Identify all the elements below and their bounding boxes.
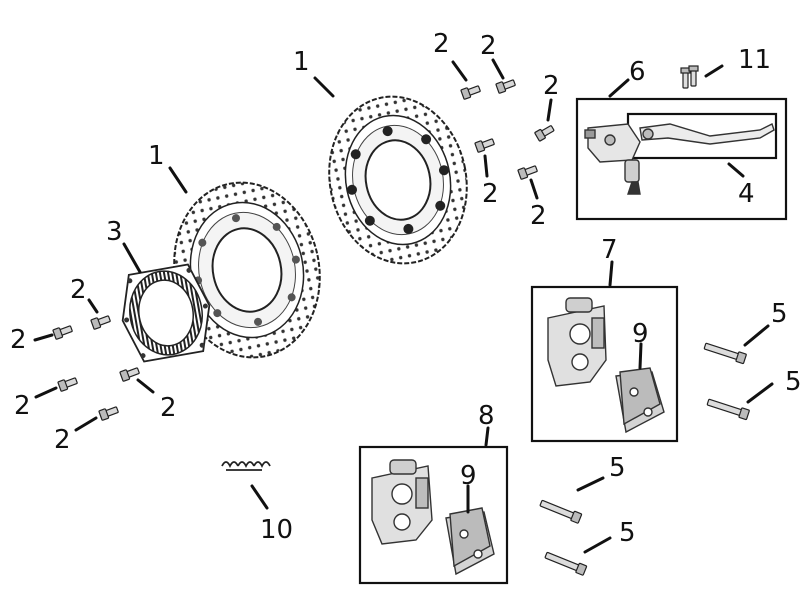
callout-9-pads: 9: [632, 319, 649, 349]
callout-2-bolt: 2: [10, 325, 27, 355]
callout-6-master-cylinder: 6: [629, 57, 646, 87]
callout-2-bolt: 2: [14, 391, 31, 421]
callout-5-bolt: 5: [609, 453, 626, 483]
callout-4-lever: 4: [738, 179, 755, 209]
callout-1-disc-left: 1: [148, 141, 165, 171]
master-cylinder: [584, 123, 641, 195]
callout-2-bolt: 2: [482, 179, 499, 209]
brake-disc-right: [328, 95, 468, 265]
brake-pads-lower: [445, 507, 495, 576]
callout-7-caliper: 7: [601, 235, 618, 265]
brake-lever: [639, 123, 775, 145]
callout-5-bolt: 5: [619, 518, 636, 548]
caliper-bolts: [539, 342, 750, 576]
leader-lines: [33, 58, 774, 554]
callout-2-bolt: 2: [480, 31, 497, 61]
abs-tone-ring: [121, 263, 211, 363]
callout-2-bolt: 2: [530, 201, 547, 231]
callout-2-bolt: 2: [433, 29, 450, 59]
callout-5-bolt: 5: [771, 299, 788, 329]
pin-pair: [680, 65, 699, 89]
brake-pads-upper: [615, 367, 665, 434]
callout-2-bolt: 2: [70, 275, 87, 305]
callout-2-bolt: 2: [54, 425, 71, 455]
bolt-set: [52, 79, 555, 421]
caliper-lower: [371, 459, 433, 545]
master-cylinder-box: [575, 97, 788, 221]
callout-9-pads: 9: [460, 461, 477, 491]
brake-disc-left: [173, 181, 321, 359]
callout-2-bolt: 2: [160, 393, 177, 423]
caliper-upper: [547, 297, 607, 387]
caliper-box-lower: [358, 445, 509, 585]
callout-8-caliper: 8: [478, 401, 495, 431]
callout-3-tone-ring: 3: [106, 217, 123, 247]
spring-clips: [221, 461, 271, 471]
callout-2-bolt: 2: [543, 71, 560, 101]
callout-5-bolt: 5: [785, 367, 802, 397]
caliper-box-upper: [530, 285, 679, 443]
callout-11-pins: 11: [738, 45, 771, 75]
callout-1-disc-right: 1: [293, 47, 310, 77]
callout-10-clips: 10: [260, 515, 293, 545]
